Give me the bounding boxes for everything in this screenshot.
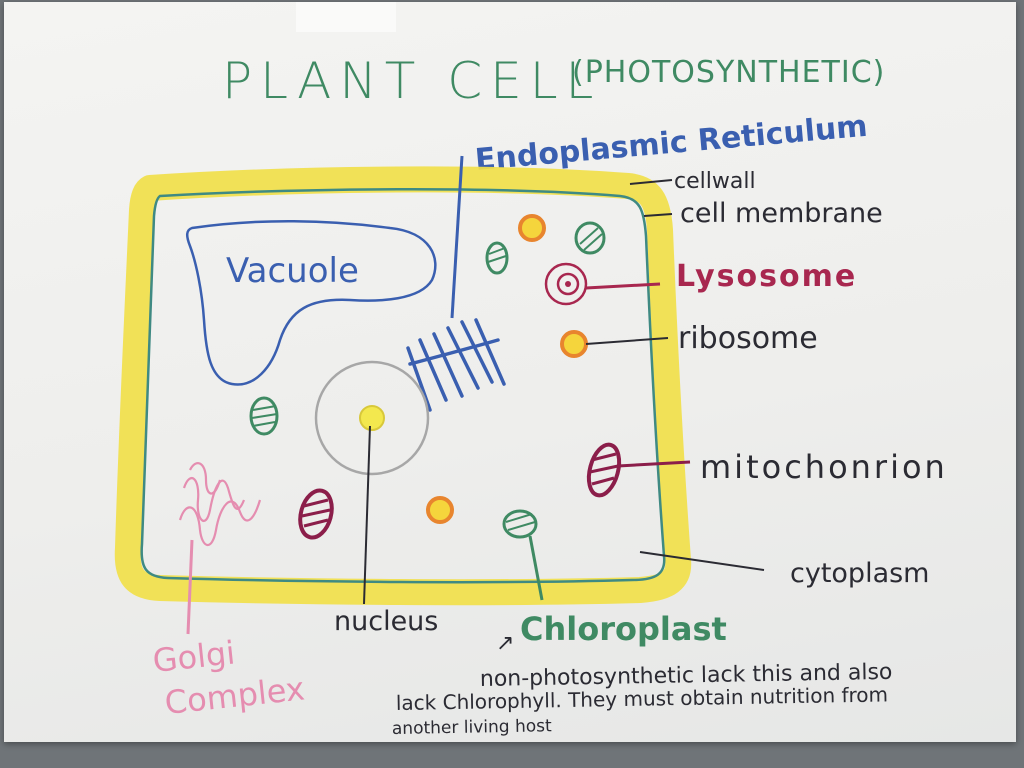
ribosome-label: ribosome	[678, 321, 818, 356]
cell-wall-label: cellwall	[674, 169, 756, 194]
ribosome	[560, 330, 588, 358]
golgi-label-line2: Complex	[163, 669, 307, 721]
ribosome	[426, 496, 454, 524]
nucleus-label: nucleus	[334, 606, 438, 637]
cell-wall	[114, 166, 692, 606]
ribosome-pointer	[585, 337, 669, 345]
nucleus	[314, 360, 430, 476]
note-line3: another living host	[392, 716, 552, 739]
ribosome	[518, 214, 546, 242]
cell-membrane	[140, 187, 666, 584]
chloroplast-pointer	[528, 535, 544, 601]
mitochondrion	[586, 442, 622, 498]
subtitle: (PHOTOSYNTHETIC)	[572, 55, 885, 90]
nucleolus	[359, 405, 385, 431]
cell-membrane-pointer	[643, 213, 673, 217]
cell-wall-pointer	[629, 179, 673, 185]
paper-sheet	[4, 2, 1016, 742]
note-line2: lack Chlorophyll. They must obtain nutri…	[396, 682, 889, 715]
chloroplast	[249, 396, 279, 436]
er-label: Endoplasmic Reticulum	[474, 109, 869, 178]
chloroplast	[502, 509, 538, 539]
mitochondrion-pointer	[617, 460, 691, 468]
endoplasmic-reticulum	[406, 318, 506, 412]
cytoplasm-label: cytoplasm	[790, 558, 929, 589]
vacuole-label: Vacuole	[226, 251, 359, 291]
title: PLANT CELL	[222, 52, 601, 110]
chloroplast	[485, 241, 509, 275]
tape-strip	[296, 2, 396, 32]
lysosome-label: Lysosome	[676, 259, 857, 294]
lysosome	[544, 262, 588, 306]
vacuole	[186, 219, 437, 386]
nucleus-pointer	[363, 425, 371, 605]
golgi-pointer	[186, 539, 194, 635]
mitochondrion	[298, 488, 334, 540]
cytoplasm-pointer	[639, 551, 765, 571]
golgi-label-line1: Golgi	[151, 634, 237, 680]
er-pointer	[450, 155, 464, 319]
golgi-complex	[178, 462, 262, 547]
mitochondrion-label: mitochonrion	[700, 448, 948, 486]
lysosome-pointer	[585, 282, 661, 290]
chloroplast-label: Chloroplast	[520, 610, 727, 648]
chloroplast	[574, 221, 606, 255]
chloroplast-arrow: ↗	[496, 631, 514, 656]
cell-membrane-label: cell membrane	[680, 198, 883, 229]
